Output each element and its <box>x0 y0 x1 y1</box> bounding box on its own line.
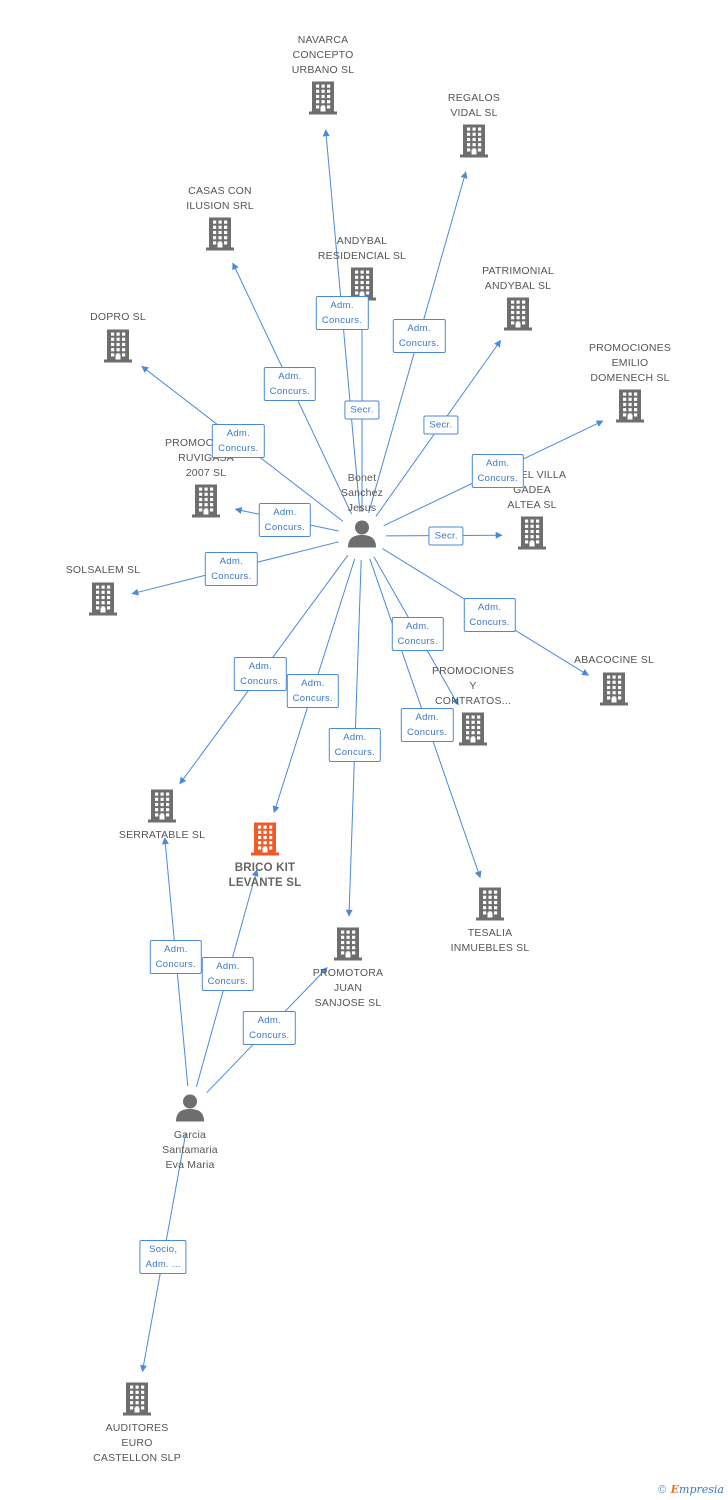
edge-label-bonet-dopro[interactable]: Adm. Concurs. <box>212 423 265 458</box>
copyright-symbol: © <box>656 1483 668 1496</box>
company-label-navarca[interactable]: NAVARCA CONCEPTO URBANO SL <box>291 34 355 76</box>
edge-label-bonet-patrimonial[interactable]: Secr. <box>423 415 459 435</box>
company-label-solsalem[interactable]: SOLSALEM SL <box>65 564 141 576</box>
logo-mark: E <box>670 1483 680 1496</box>
building-icon[interactable] <box>103 329 133 368</box>
edge-label-bonet-navarca[interactable]: Adm. Concurs. <box>315 296 369 331</box>
building-icon[interactable] <box>458 712 488 751</box>
building-icon[interactable] <box>599 672 629 711</box>
edge-label-bonet-solsalem[interactable]: Adm. Concurs. <box>205 551 258 586</box>
edge-label-garcia-serratable[interactable]: Adm. Concurs. <box>149 940 203 974</box>
company-label-emilio[interactable]: PROMOCIONES EMILIO DOMENECH SL <box>588 342 672 384</box>
building-icon[interactable] <box>503 297 533 336</box>
company-label-contratos[interactable]: PROMOCIONES Y CONTRATOS... <box>431 665 515 707</box>
edge-label-bonet-tesalia[interactable]: Adm. Concurs. <box>400 707 454 742</box>
building-icon[interactable] <box>147 789 177 828</box>
edge-label-bonet-villa[interactable]: Secr. <box>428 526 464 545</box>
company-label-auditores[interactable]: AUDITORES EURO CASTELLON SLP <box>93 1422 181 1464</box>
company-label-patrimonial[interactable]: PATRIMONIAL ANDYBAL SL <box>482 265 554 292</box>
company-label-andybal[interactable]: ANDYBAL RESIDENCIAL SL <box>317 235 407 262</box>
person-label-garcia[interactable]: Garcia Santamaria Eva Maria <box>162 1129 218 1171</box>
person-label-bonet[interactable]: Bonet Sanchez Jesus <box>340 472 384 514</box>
edge-label-bonet-juan[interactable]: Adm. Concurs. <box>328 728 382 763</box>
logo-name: mpresia <box>679 1483 724 1496</box>
edge-label-bonet-ruvigasa[interactable]: Adm. Concurs. <box>258 502 312 537</box>
company-label-serratable[interactable]: SERRATABLE SL <box>118 829 206 841</box>
company-label-dopro[interactable]: DOPRO SL <box>90 311 146 323</box>
edge-label-bonet-andybal[interactable]: Secr. <box>344 400 380 420</box>
company-label-abacocine[interactable]: ABACOCINE SL <box>573 654 655 666</box>
building-icon[interactable] <box>122 1382 152 1421</box>
company-label-juan[interactable]: PROMOTORA JUAN SANJOSE SL <box>312 967 384 1009</box>
building-icon[interactable] <box>459 124 489 163</box>
edge-label-bonet-abacocine[interactable]: Adm. Concurs. <box>463 597 516 632</box>
company-label-brico[interactable]: BRICO KIT LEVANTE SL <box>228 862 302 889</box>
company-label-regalos[interactable]: REGALOS VIDAL SL <box>447 92 501 119</box>
edge-label-bonet-emilio[interactable]: Adm. Concurs. <box>471 454 524 489</box>
edge-label-bonet-casas[interactable]: Adm. Concurs. <box>263 366 317 401</box>
edge-label-bonet-regalos[interactable]: Adm. Concurs. <box>392 318 446 353</box>
building-icon[interactable] <box>205 217 235 256</box>
building-icon[interactable] <box>475 887 505 926</box>
building-icon[interactable] <box>191 484 221 523</box>
company-label-tesalia[interactable]: TESALIA INMUEBLES SL <box>450 927 530 954</box>
building-icon[interactable] <box>88 582 118 621</box>
company-label-casas[interactable]: CASAS CON ILUSION SRL <box>186 185 254 212</box>
edge-label-bonet-brico[interactable]: Adm. Concurs. <box>286 673 340 708</box>
focus-building-icon[interactable] <box>250 822 280 861</box>
edge-label-garcia-juan[interactable]: Adm. Concurs. <box>243 1010 296 1045</box>
building-icon[interactable] <box>517 516 547 555</box>
empresia-logo[interactable]: ©Empresia <box>657 1483 724 1496</box>
edge-label-garcia-brico[interactable]: Adm. Concurs. <box>201 957 255 992</box>
building-icon[interactable] <box>615 389 645 428</box>
building-icon[interactable] <box>308 81 338 120</box>
edge-label-bonet-serratable[interactable]: Adm. Concurs. <box>234 657 287 692</box>
edge-label-bonet-contratos[interactable]: Adm. Concurs. <box>391 616 444 651</box>
person-icon[interactable] <box>175 1093 205 1128</box>
building-icon[interactable] <box>333 927 363 966</box>
edge-label-garcia-auditores[interactable]: Socio, Adm. ... <box>139 1240 187 1275</box>
person-icon[interactable] <box>347 519 377 554</box>
